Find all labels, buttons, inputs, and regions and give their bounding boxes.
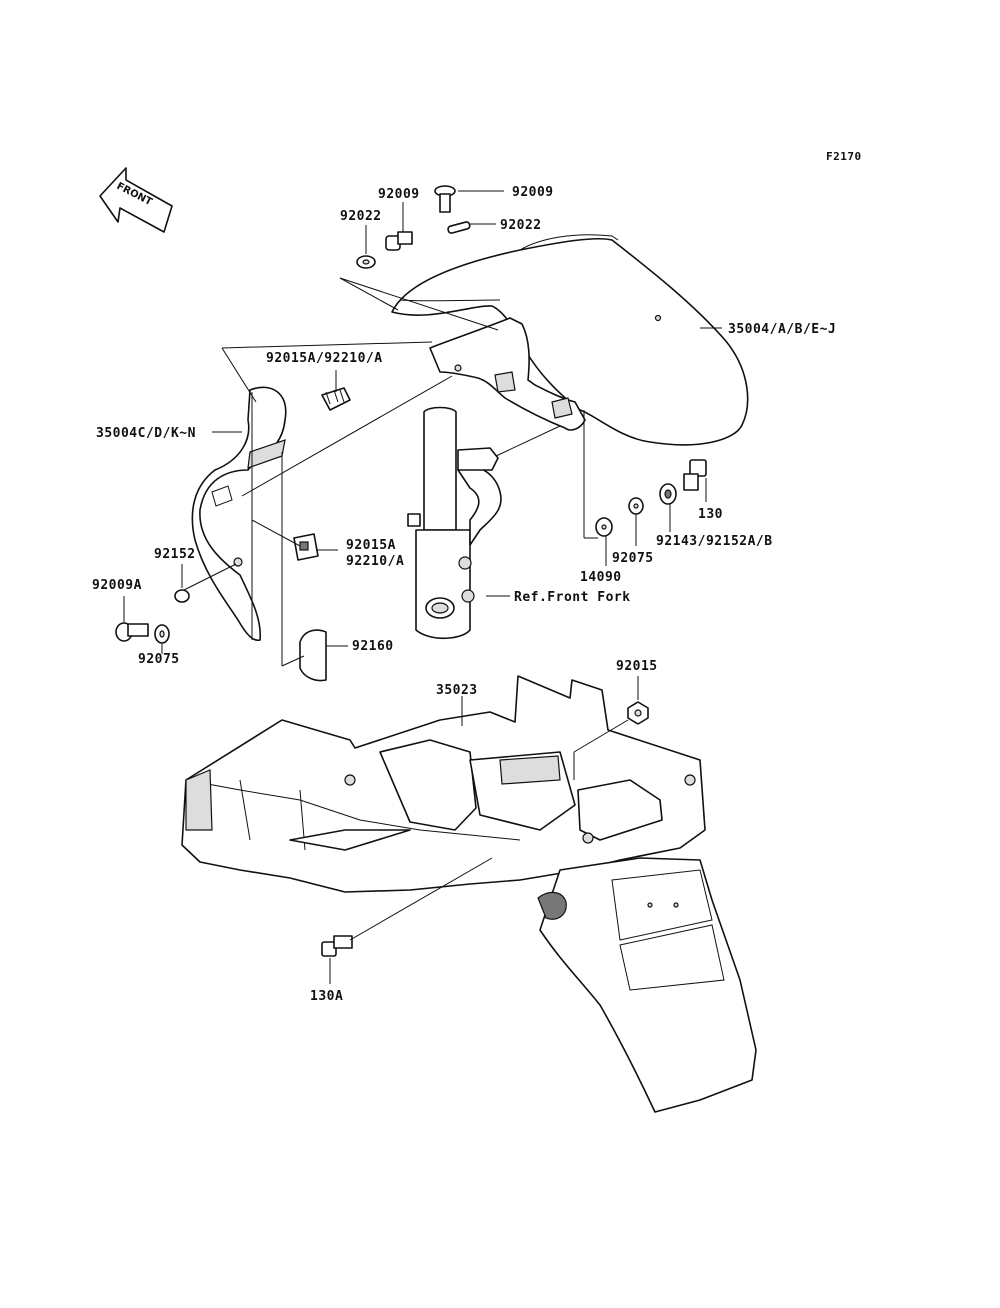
bolt-130-icon (683, 459, 707, 491)
callout-92210a: 92210/A (346, 554, 404, 569)
fender-stay (429, 317, 586, 431)
inner-fender (191, 386, 287, 642)
bolt-92009-mid-icon (385, 231, 413, 251)
nut-92015-icon (627, 701, 649, 725)
callout-92015a-92210a-top: 92015A/92210/A (266, 351, 383, 366)
bolt-92009-top-icon (434, 185, 456, 213)
callout-92015a: 92015A (346, 538, 396, 553)
callout-35004-abej: 35004/A/B/E~J (728, 322, 836, 337)
callout-92152: 92152 (154, 547, 196, 562)
callout-14090: 14090 (580, 570, 622, 585)
collar-92143-icon (659, 483, 677, 505)
callout-92015: 92015 (616, 659, 658, 674)
figure-code: F2170 (826, 150, 862, 163)
washer-92075-right-icon (628, 497, 644, 515)
callout-92009-top: 92009 (512, 185, 554, 200)
rear-fender-flap (537, 857, 757, 1113)
nut-clip-92015a-icon (293, 533, 319, 561)
callout-92075-left: 92075 (138, 652, 180, 667)
rear-undertray (181, 675, 706, 893)
pad-92160-icon (299, 629, 327, 682)
callout-ref-front-fork: Ref.Front Fork (514, 590, 631, 605)
front-arrow-icon: FRONT (99, 167, 173, 233)
front-fork (407, 406, 502, 640)
washer-92075-left-icon (154, 624, 170, 644)
callout-35004-cdkn: 35004C/D/K~N (96, 426, 196, 441)
callout-130: 130 (698, 507, 723, 522)
clip-92022-top-icon (447, 221, 471, 234)
callout-92160: 92160 (352, 639, 394, 654)
callout-35023: 35023 (436, 683, 478, 698)
leader-lines (123, 190, 722, 984)
bolt-92009a-icon (115, 622, 149, 642)
callout-92143: 92143/92152A/B (656, 534, 773, 549)
callout-92022-left: 92022 (340, 209, 382, 224)
callout-92009a: 92009A (92, 578, 142, 593)
callout-92022-top: 92022 (500, 218, 542, 233)
callout-92075-right: 92075 (612, 551, 654, 566)
washer-14090-icon (595, 517, 613, 537)
clip-92015a-top-icon (321, 387, 351, 411)
callout-92009-mid: 92009 (378, 187, 420, 202)
washer-92022-left-icon (356, 255, 376, 269)
bolt-130a-icon (321, 935, 353, 957)
callout-130a: 130A (310, 989, 343, 1004)
grommet-92152-icon (174, 589, 190, 603)
